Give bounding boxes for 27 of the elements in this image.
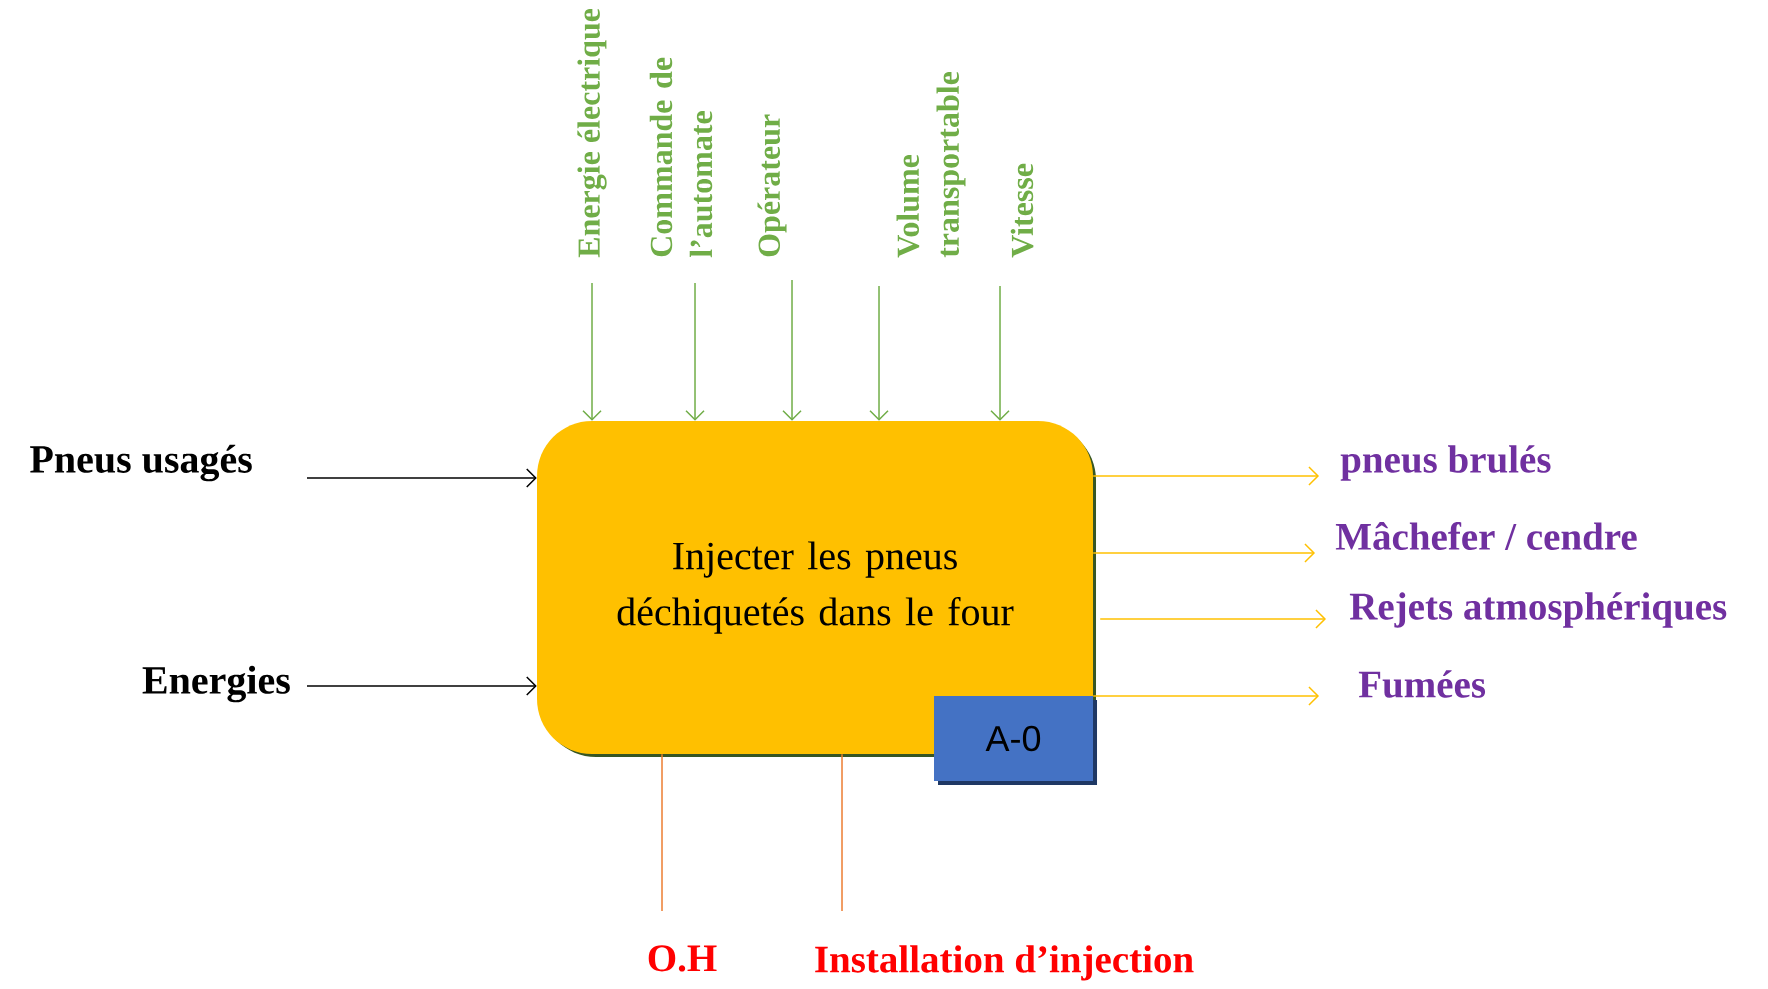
control-label: Volume transportable: [896, 72, 966, 258]
arrow: [685, 282, 705, 421]
control-label: Commande de l’automate: [649, 57, 713, 258]
arrow: [306, 468, 537, 488]
arrow: [990, 285, 1010, 421]
input-label: Pneus usagés: [30, 444, 252, 482]
connector-line: [841, 753, 843, 912]
arrow: [782, 279, 802, 421]
output-label: pneus brulés: [1340, 445, 1551, 481]
arrow: [1092, 466, 1320, 486]
output-label: Rejets atmosphériques: [1349, 592, 1727, 628]
control-label: Vitesse: [1010, 163, 1034, 258]
mechanism-label: Installation d’injection: [815, 945, 1194, 981]
arrow: [1099, 609, 1327, 629]
output-label: Fumées: [1358, 670, 1486, 698]
control-label: Energie électrique: [577, 8, 607, 258]
arrow: [582, 282, 602, 421]
arrow: [1092, 686, 1320, 706]
mechanism-label: O.H: [648, 945, 717, 972]
connector-line: [661, 753, 663, 912]
arrow: [1092, 543, 1316, 563]
arrow: [306, 676, 537, 696]
output-label: Mâchefer / cendre: [1335, 522, 1637, 550]
reference-box: A-0: [934, 696, 1097, 785]
control-label: Opérateur: [757, 114, 787, 257]
arrow: [869, 285, 889, 421]
input-label: Energies: [142, 665, 290, 703]
